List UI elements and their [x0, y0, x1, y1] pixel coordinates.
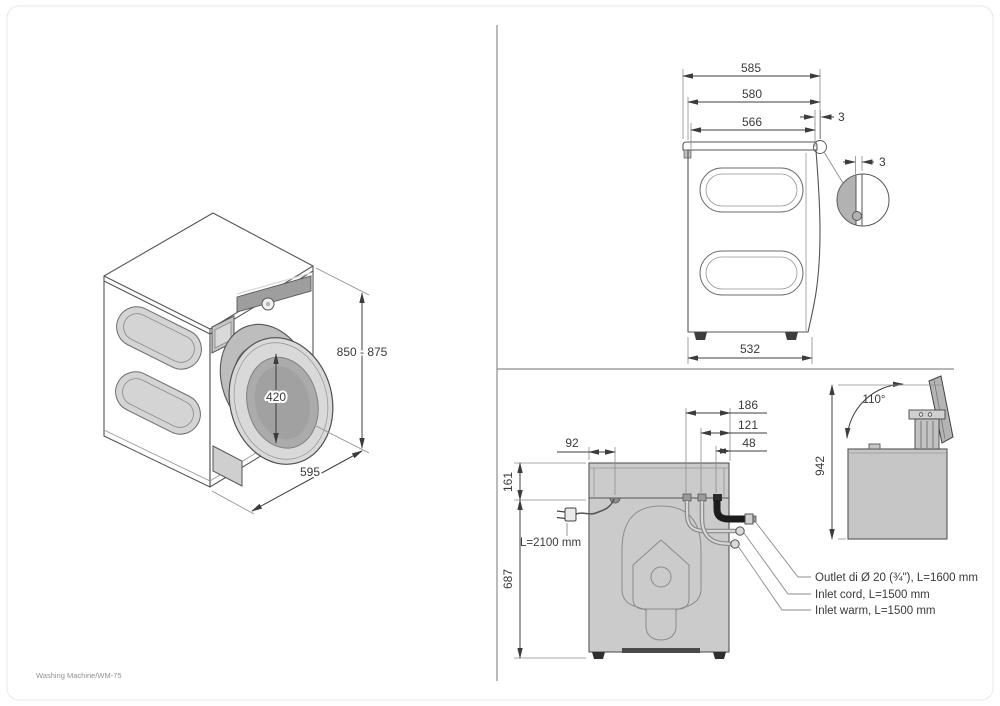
top-latch [868, 443, 881, 450]
detail-leader-line [823, 151, 844, 184]
callout-outlet-label: Outlet di Ø 20 (¾"), L=1600 mm [815, 572, 978, 584]
inlet-hose-2-highlight [700, 501, 732, 546]
callout-line-cord [743, 532, 811, 595]
dim-detail-gap-extensions [855, 156, 863, 175]
open-lid-panel-line [933, 379, 946, 440]
drain-hose [713, 500, 745, 523]
hinge-column-lines [920, 421, 934, 448]
side-oval-lower-inner [705, 256, 798, 290]
inlet-connector-1 [735, 526, 745, 536]
plug-prongs [556, 510, 566, 520]
dim-48-label: 48 [742, 436, 756, 450]
dim-580-label: 580 [742, 87, 762, 101]
front-foot [785, 332, 798, 340]
rear-access-circle [650, 566, 672, 588]
power-cord [575, 498, 615, 515]
control-panel-band [236, 275, 312, 313]
control-knob-center [265, 301, 271, 307]
callout-cord-label: Inlet cord, L=1500 mm [815, 589, 930, 601]
detail-magnified-content [837, 174, 863, 226]
filter-door [212, 445, 243, 487]
power-plug [564, 507, 577, 522]
bracket-screw-1 [918, 412, 924, 417]
dim-186-label: 186 [738, 398, 758, 412]
rear-body [588, 462, 730, 653]
bracket-screw-2 [927, 412, 933, 417]
drain-fitting [744, 513, 754, 525]
open-door [228, 337, 334, 465]
top-lid [682, 141, 818, 151]
dim-942-extensions [838, 384, 941, 540]
rear-base-strip [622, 648, 700, 653]
dim-detail-gap-label: 3 [879, 155, 886, 169]
side-oval-lower-outline [699, 250, 804, 296]
dim-gap-label: 3 [838, 110, 845, 124]
dim-92-label: 92 [565, 436, 579, 450]
side-body [687, 149, 821, 333]
dim-566-label: 566 [742, 115, 762, 129]
callout-warm-label: Inlet warm, L=1500 mm [815, 605, 935, 617]
drawing-title: Washing Machine/WM-75 [36, 671, 122, 680]
inlet-connector-2 [730, 539, 740, 549]
dim-942-label: 942 [813, 456, 827, 476]
page-border [6, 5, 994, 701]
drain-hose-length-label: L=2100 mm [520, 537, 581, 549]
side-oval-upper-inner [705, 173, 798, 207]
dim-161-label: 161 [501, 472, 515, 492]
inlet-tab-1 [682, 493, 692, 502]
lid-bracket [908, 409, 946, 420]
side-oval-upper-outline [699, 167, 804, 213]
inlet-tab-2 [697, 493, 707, 502]
dim-gap-extensions [814, 110, 821, 139]
lid-angle-arc [844, 381, 904, 439]
rear-foot [694, 332, 707, 340]
dim-687-label: 687 [501, 569, 515, 589]
dim-door-diameter-label: 420 [266, 390, 286, 404]
fascia-highlight [236, 272, 312, 295]
isometric-view: 420 850 - 875 595 [103, 212, 390, 515]
rear-view: L=2100 mm 92 186 121 48 161 687 Outlet d [501, 398, 978, 659]
side-view: 585 580 566 3 3 532 [682, 61, 890, 364]
top-lip-edges [103, 266, 314, 334]
side-oval-lower [115, 371, 201, 435]
dim-depth-line [251, 450, 363, 512]
side-oval-upper [116, 306, 202, 370]
callout-line-warm [737, 545, 811, 611]
detail-magnifier-circle [836, 173, 890, 227]
dim-depth-label: 595 [300, 465, 320, 479]
detail-reference-circle [813, 140, 827, 154]
dim-161-extensions [514, 462, 586, 501]
callout-line-outlet [753, 519, 811, 578]
dim-585-label: 585 [741, 61, 761, 75]
drain-hole [713, 494, 722, 501]
dim-depth-extension [211, 490, 255, 515]
rear-foot-right [713, 652, 726, 659]
drain-fitting-tip [752, 515, 757, 523]
open-lid-view: 110° 942 [813, 375, 954, 540]
dim-height-range-label: 850 - 875 [337, 345, 388, 359]
rear-access-panel-inner [632, 539, 690, 610]
rear-foot-left [592, 652, 605, 659]
dim-532-label: 532 [740, 342, 760, 356]
lid-angle-label: 110° [863, 394, 886, 406]
dim-121-label: 121 [738, 418, 758, 432]
lid-view-body [847, 448, 948, 540]
